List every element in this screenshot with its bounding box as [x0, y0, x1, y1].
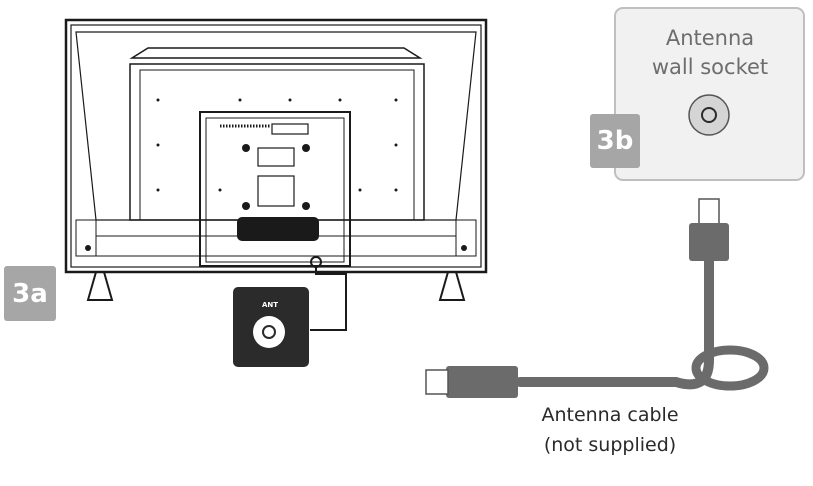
ant-port-label: ANT [261, 301, 279, 309]
step-badge-3b: 3b [590, 114, 640, 168]
tv-stand-right [438, 271, 466, 301]
ant-leader-line [310, 256, 347, 331]
wall-socket-panel [614, 7, 805, 181]
antenna-cable [425, 198, 769, 398]
tv-stand-left [86, 271, 114, 301]
wall-socket-label-line1: Antenna [665, 26, 755, 50]
wall-socket-label-line2: wall socket [651, 55, 769, 79]
cable-label-line2: (not supplied) [543, 434, 677, 456]
ant-port-callout [233, 287, 309, 367]
step-badge-3a: 3a [4, 266, 56, 321]
tv-back-panel [199, 111, 351, 267]
tv-mount-holes [242, 144, 310, 210]
cable-label-line1: Antenna cable [541, 404, 679, 426]
tv-back [64, 18, 488, 274]
tv-rivets [85, 98, 467, 251]
